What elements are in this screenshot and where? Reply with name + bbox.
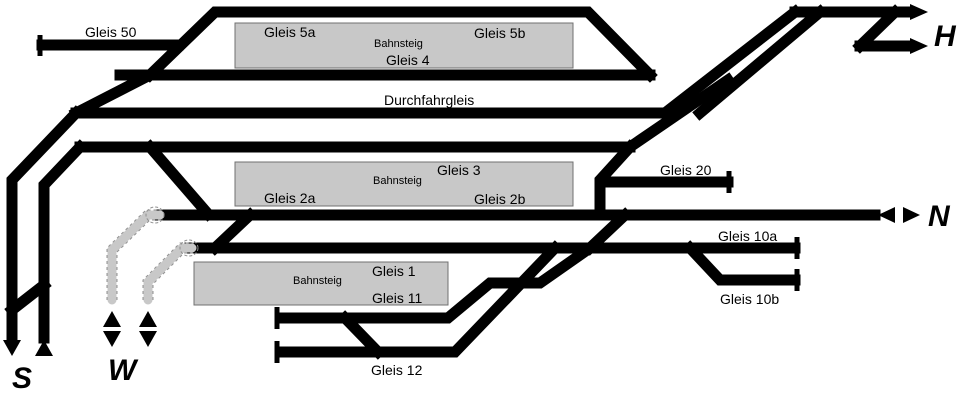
track-gleis-3-east (594, 139, 638, 220)
direction-w: W (108, 354, 139, 387)
track-diagonal-h-north (657, 4, 803, 121)
arrow-w1-up (103, 311, 121, 327)
direction-s: S (12, 362, 32, 395)
label-gleis-5a: Gleis 5a (264, 24, 316, 40)
track-gleis-2-west (142, 139, 216, 222)
track-gleis-11-lower (274, 240, 598, 324)
arrow-h-right (910, 4, 928, 20)
label-platform-middle: Bahnsteig (373, 175, 422, 187)
track-diagonal-h-south (622, 72, 736, 155)
platform-middle (234, 161, 574, 207)
label-gleis-1: Gleis 1 (372, 263, 416, 279)
arrow-h-right-2 (910, 38, 928, 54)
portal-w-1 (145, 206, 165, 224)
track-s-1 (6, 105, 84, 344)
track-crossover-12 (337, 310, 386, 360)
platform-upper (234, 22, 574, 69)
arrow-s-down (3, 340, 21, 356)
track-s-2 (38, 139, 88, 344)
track-diagonal-center-2 (582, 207, 633, 256)
label-gleis-20: Gleis 20 (660, 162, 712, 178)
track-crossover-h (852, 4, 903, 54)
label-gleis-2a: Gleis 2a (264, 190, 316, 206)
track-gleis-5 (142, 6, 658, 83)
arrow-n-right (903, 207, 920, 223)
label-platform-lower: Bahnsteig (293, 275, 342, 287)
platform-lower (193, 261, 449, 306)
label-gleis-10b: Gleis 10b (720, 291, 779, 307)
label-gleis-12: Gleis 12 (371, 362, 423, 378)
direction-n: N (928, 200, 951, 233)
label-gleis-50: Gleis 50 (85, 24, 137, 40)
track-w-1 (107, 210, 165, 305)
arrow-s-up (35, 340, 53, 356)
arrow-w1-down (103, 331, 121, 347)
label-gleis-3: Gleis 3 (437, 162, 481, 178)
label-gleis-4: Gleis 4 (386, 52, 430, 68)
track-diagonal-center-1 (207, 207, 258, 256)
track-diagonal-h-mid (692, 4, 828, 121)
track-gleis-10b (682, 240, 801, 286)
track-diagonal-west-1 (68, 67, 158, 121)
label-gleis-11: Gleis 11 (372, 290, 423, 306)
portal-w-2 (179, 239, 199, 257)
label-gleis-10a: Gleis 10a (718, 228, 777, 244)
track-gleis-12 (274, 240, 563, 358)
arrow-w2-up (139, 311, 157, 327)
label-durchfahrgleis: Durchfahrgleis (384, 92, 474, 108)
label-gleis-5b: Gleis 5b (474, 25, 526, 41)
arrow-n-left (878, 207, 895, 223)
arrow-w2-down (139, 331, 157, 347)
label-platform-upper: Bahnsteig (374, 38, 423, 50)
label-gleis-2b: Gleis 2b (474, 191, 526, 207)
track-crossover-s (4, 277, 52, 318)
track-w-2 (143, 243, 197, 305)
direction-h: H (934, 20, 957, 53)
